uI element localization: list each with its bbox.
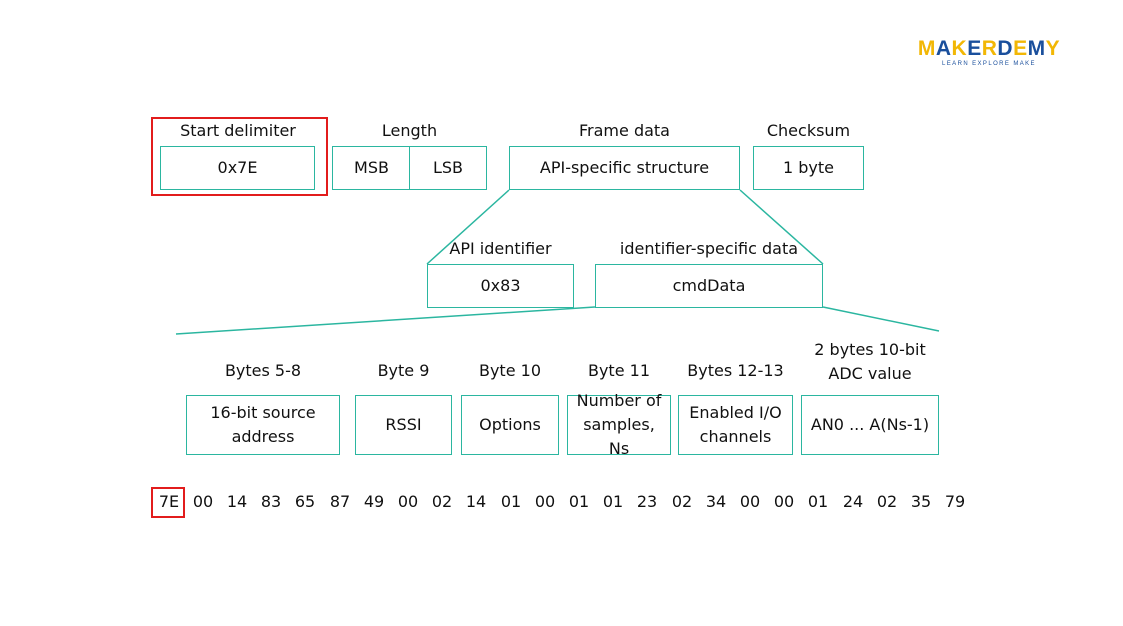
checksum-box: 1 byte [753,146,864,190]
field-box-samples: Number of samples, Ns [567,391,671,458]
byte-value: 49 [363,492,385,511]
makerdemy-logo: MAKERDEMY LEARN EXPLORE MAKE [905,38,1073,70]
byte-value: 24 [842,492,864,511]
byte-value: 79 [944,492,966,511]
zoom-line-cmd-right [822,306,940,332]
start-delimiter-box: 0x7E [160,146,315,190]
byte-value: 02 [671,492,693,511]
byte-value: 00 [739,492,761,511]
field-label-adc: 2 bytes 10-bit ADC value [814,340,926,383]
field-box-io-channels: Enabled I/O channels [678,395,793,455]
byte-value: 87 [329,492,351,511]
byte-value: 01 [500,492,522,511]
byte-value: 83 [260,492,282,511]
start-byte-highlight [151,487,185,518]
byte-value: 02 [876,492,898,511]
field-label-io-channels: Bytes 12-13 [687,361,784,380]
byte-value: 01 [568,492,590,511]
byte-value: 00 [534,492,556,511]
length-label: Length [381,121,438,140]
field-label-rssi: Byte 9 [377,361,430,380]
byte-value: 14 [226,492,248,511]
logo-tagline: LEARN EXPLORE MAKE [942,61,1036,67]
length-msb-box: MSB [332,146,411,190]
zoom-line-frame-left [426,189,510,265]
byte-value: 02 [431,492,453,511]
byte-value: 00 [773,492,795,511]
field-box-options: Options [461,395,559,455]
byte-value: 14 [465,492,487,511]
field-label-options: Byte 10 [478,361,541,380]
length-lsb-box: LSB [409,146,487,190]
field-box-adc: AN0 ... A(Ns-1) [801,395,939,455]
field-box-rssi: RSSI [355,395,452,455]
byte-value: 00 [397,492,419,511]
zoom-line-frame-right [739,189,824,265]
byte-value: 65 [294,492,316,511]
byte-value: 01 [602,492,624,511]
logo-wordmark: MAKERDEMY [917,37,1061,60]
byte-value: 35 [910,492,932,511]
field-label-source-address: Bytes 5-8 [224,361,302,380]
byte-value: 23 [636,492,658,511]
start-delimiter-label: Start delimiter [180,121,296,140]
checksum-label: Checksum [766,121,851,140]
byte-value: 00 [192,492,214,511]
api-identifier-label: API identifier [449,239,552,258]
api-identifier-box: 0x83 [427,264,574,308]
identifier-specific-box: cmdData [595,264,823,308]
byte-value: 01 [807,492,829,511]
start-delimiter-highlight [151,117,328,196]
field-label-samples: Byte 11 [587,361,650,380]
frame-data-label: Frame data [579,121,670,140]
byte-value: 7E [158,492,180,511]
field-box-source-address: 16-bit source address [186,395,340,455]
zoom-line-cmd-left [175,306,596,335]
identifier-specific-label: identifier-specific data [619,239,799,258]
frame-data-box: API-specific structure [509,146,740,190]
byte-value: 34 [705,492,727,511]
